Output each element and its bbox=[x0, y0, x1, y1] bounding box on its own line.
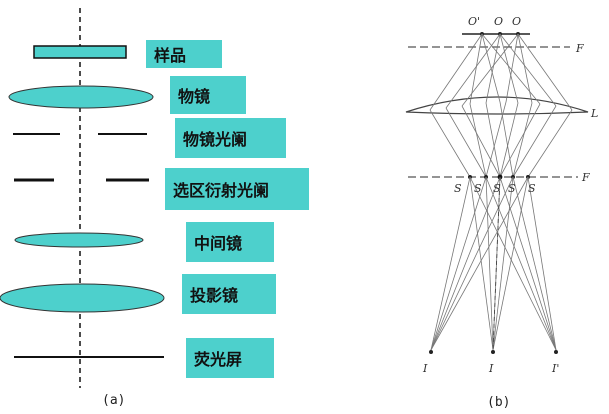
objective-lens-label: 物镜 bbox=[170, 76, 246, 114]
projector-lens-label: 投影镜 bbox=[182, 274, 276, 314]
specimen-shape bbox=[33, 45, 127, 59]
dash-center-axis bbox=[492, 176, 501, 351]
intermediate-lens-label: 中间镜 bbox=[186, 222, 274, 262]
sad-aperture-label: 选区衍射光阑 bbox=[165, 168, 309, 210]
label-s1: S bbox=[454, 182, 462, 195]
label-s4: S bbox=[508, 182, 516, 195]
label-i2: I bbox=[488, 362, 494, 375]
label-s5: S bbox=[528, 182, 536, 195]
specimen-label: 样品 bbox=[146, 40, 222, 68]
image-point-2 bbox=[491, 350, 495, 354]
label-i1: I bbox=[422, 362, 428, 375]
objective-lens-shape bbox=[8, 85, 154, 109]
label-f2: F bbox=[581, 171, 590, 184]
image-point-1 bbox=[429, 350, 433, 354]
label-o1: O' bbox=[468, 15, 480, 28]
lens-l-shape bbox=[405, 96, 589, 115]
label-o3: O bbox=[512, 15, 521, 28]
rays-lower bbox=[430, 176, 557, 351]
screen-label: 荧光屏 bbox=[186, 338, 274, 378]
projector-lens-shape bbox=[0, 283, 165, 313]
label-o2: O bbox=[494, 15, 503, 28]
objective-aperture-label: 物镜光阑 bbox=[175, 118, 286, 158]
intermediate-lens-shape bbox=[14, 232, 144, 248]
label-i3: I' bbox=[551, 362, 559, 375]
image-point-3 bbox=[554, 350, 558, 354]
label-s3: S bbox=[493, 182, 501, 195]
caption-b: (b) bbox=[487, 395, 511, 410]
label-f1: F bbox=[575, 42, 584, 55]
rays-upper bbox=[429, 33, 573, 178]
panel-b: O' O O F L F S S S S S I I I' bbox=[405, 15, 598, 375]
caption-a: (a) bbox=[102, 393, 126, 408]
label-l: L bbox=[590, 107, 598, 120]
panel-a bbox=[0, 8, 165, 388]
label-s2: S bbox=[474, 182, 482, 195]
